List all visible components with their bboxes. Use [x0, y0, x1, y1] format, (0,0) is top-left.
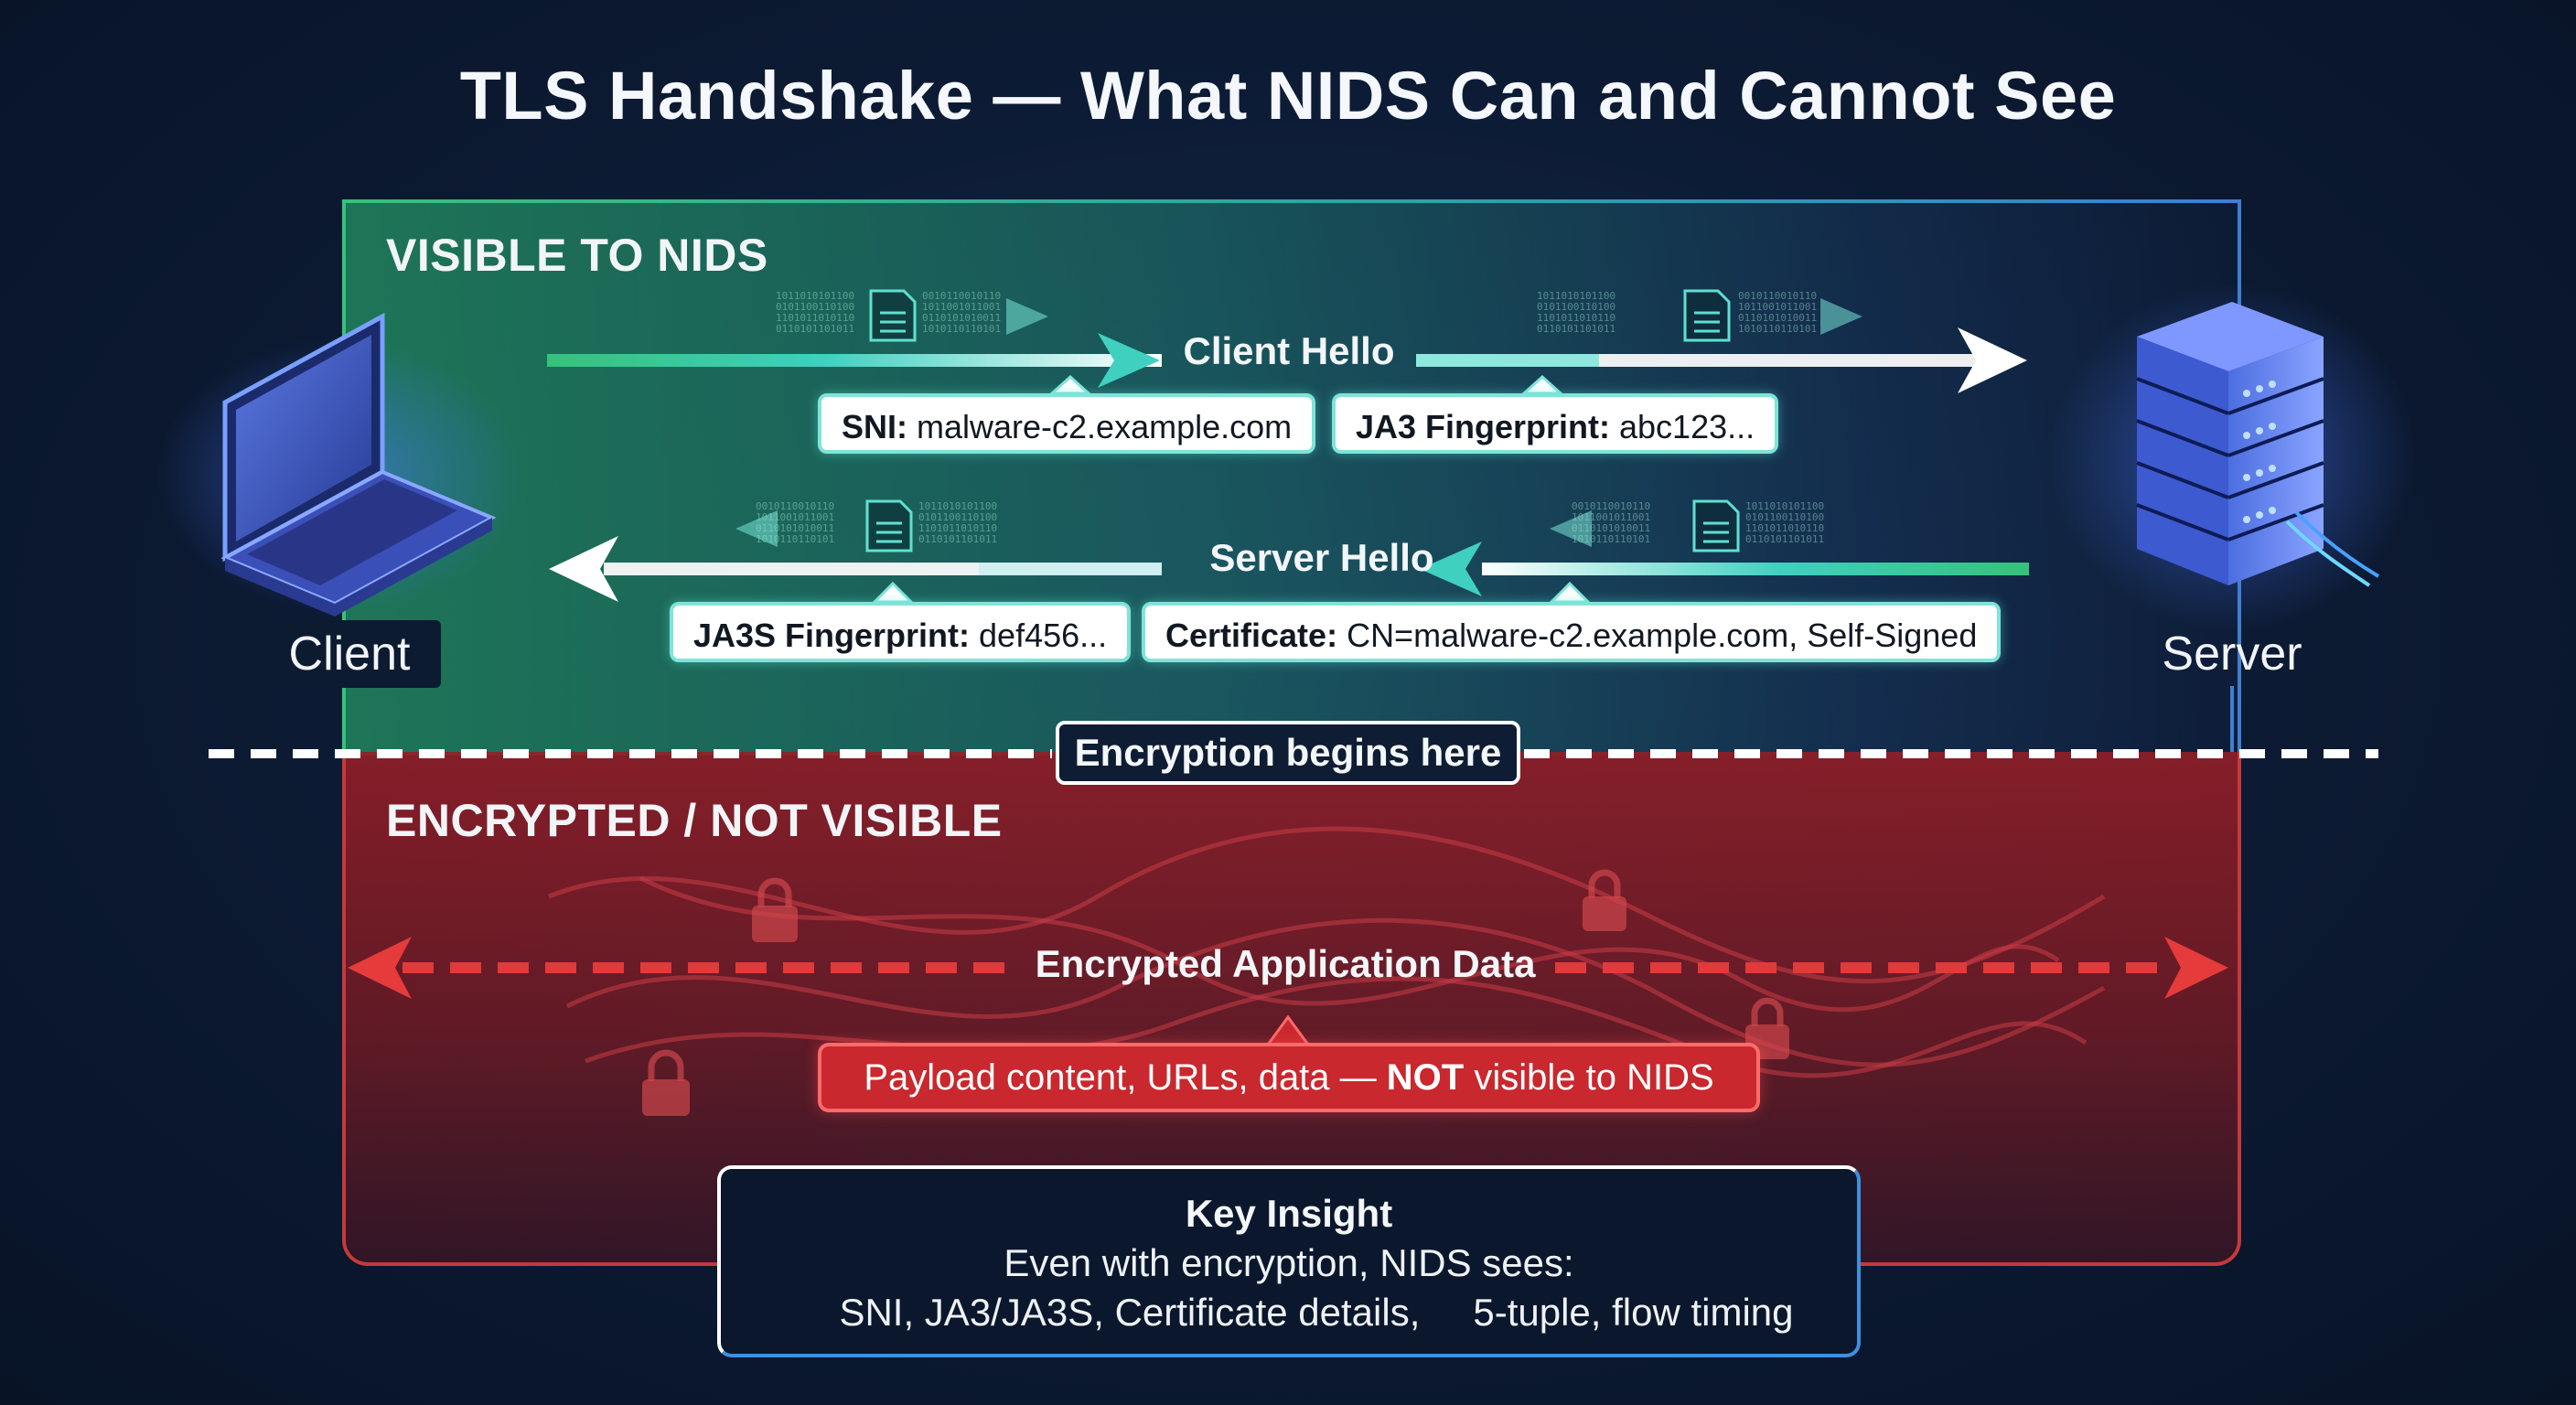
- payload-prefix: Payload content, URLs, data —: [864, 1057, 1387, 1098]
- key-insight-line1: Even with encryption, NIDS sees:: [1004, 1241, 1574, 1284]
- key-insight-line2-a: SNI, JA3/JA3S, Certificate details,: [839, 1291, 1421, 1334]
- visible-zone-label: VISIBLE TO NIDS: [386, 230, 768, 281]
- ja3s-callout-pointer: [871, 581, 915, 604]
- laptop-icon: [157, 312, 523, 617]
- key-insight-box: Key Insight Even with encryption, NIDS s…: [717, 1165, 1861, 1357]
- encrypted-data-arrow: [348, 937, 2228, 999]
- binary-decoration: 0010110010110 1011001011001 011010101001…: [756, 500, 835, 545]
- client-hello-label: Client Hello: [1183, 329, 1395, 372]
- client-hello-arrow: [547, 327, 2027, 393]
- packet-arrow-icon: [735, 510, 778, 547]
- binary-decoration: 0010110010110 1011001011001 011010101001…: [922, 290, 1002, 335]
- ja3-callout-pointer: [1520, 374, 1564, 395]
- binary-decoration: 0010110010110 1011001011001 011010101001…: [1738, 290, 1818, 335]
- document-icon: [865, 499, 913, 552]
- server-label: Server: [2162, 627, 2302, 681]
- ja3-key: JA3 Fingerprint:: [1356, 408, 1611, 445]
- packet-arrow-icon: [1820, 298, 1862, 335]
- sni-callout: SNI: malware-c2.example.com: [818, 393, 1316, 454]
- ja3s-key: JA3S Fingerprint:: [693, 617, 971, 654]
- payload-emphasis: NOT: [1386, 1057, 1465, 1098]
- payload-not-visible-callout: Payload content, URLs, data — NOT visibl…: [818, 1043, 1760, 1112]
- payload-suffix: visible to NIDS: [1464, 1057, 1714, 1098]
- document-icon: [869, 289, 917, 342]
- server-hello-arrow: [549, 536, 2029, 602]
- encrypted-zone-label: ENCRYPTED / NOT VISIBLE: [386, 795, 1003, 846]
- lock-icon: [752, 877, 798, 942]
- binary-decoration: 1011010101100 0101100110100 110101101011…: [1745, 500, 1825, 545]
- ja3-value: abc123...: [1610, 408, 1755, 445]
- lock-icon: [642, 1049, 690, 1116]
- binary-decoration: 1011010101100 0101100110100 110101101011…: [918, 500, 998, 545]
- payload-callout-pointer: [1265, 1014, 1311, 1046]
- binary-decoration: 1011010101100 0101100110100 110101101011…: [776, 290, 855, 335]
- packet-arrow-icon: [1550, 510, 1592, 547]
- ja3s-callout: JA3S Fingerprint: def456...: [670, 602, 1132, 662]
- sni-value: malware-c2.example.com: [907, 408, 1293, 445]
- cert-value: CN=malware-c2.example.com, Self-Signed: [1337, 617, 1978, 654]
- encryption-begins-label: Encryption begins here: [1056, 721, 1520, 785]
- encrypted-swirl-decoration: [548, 826, 2106, 1078]
- server-hello-label: Server Hello: [1209, 536, 1434, 579]
- lock-icon: [1583, 869, 1626, 931]
- ja3s-value: def456...: [970, 617, 1108, 654]
- document-icon: [1692, 499, 1740, 552]
- page-title: TLS Handshake — What NIDS Can and Cannot…: [459, 58, 2117, 134]
- ja3-callout: JA3 Fingerprint: abc123...: [1332, 393, 1779, 454]
- certificate-callout: Certificate: CN=malware-c2.example.com, …: [1142, 602, 2002, 662]
- key-insight-title: Key Insight: [1185, 1192, 1393, 1235]
- sni-key: SNI:: [842, 408, 907, 445]
- document-icon: [1683, 289, 1731, 342]
- key-insight-line2: SNI, JA3/JA3S, Certificate details, 5-tup…: [721, 1288, 1857, 1337]
- cert-callout-pointer: [1548, 581, 1592, 604]
- sni-callout-pointer: [1048, 374, 1092, 395]
- cert-key: Certificate:: [1165, 617, 1338, 654]
- binary-decoration: 0010110010110 1011001011001 011010101001…: [1572, 500, 1651, 545]
- client-label: Client: [258, 620, 441, 688]
- binary-decoration: 1011010101100 0101100110100 110101101011…: [1537, 290, 1616, 335]
- key-insight-line2-b: 5-tuple, flow timing: [1473, 1291, 1794, 1334]
- visible-zone: [342, 199, 2241, 756]
- encrypted-data-label: Encrypted Application Data: [1035, 942, 1536, 985]
- packet-arrow-icon: [1006, 298, 1048, 335]
- server-rack-icon: [2049, 284, 2415, 631]
